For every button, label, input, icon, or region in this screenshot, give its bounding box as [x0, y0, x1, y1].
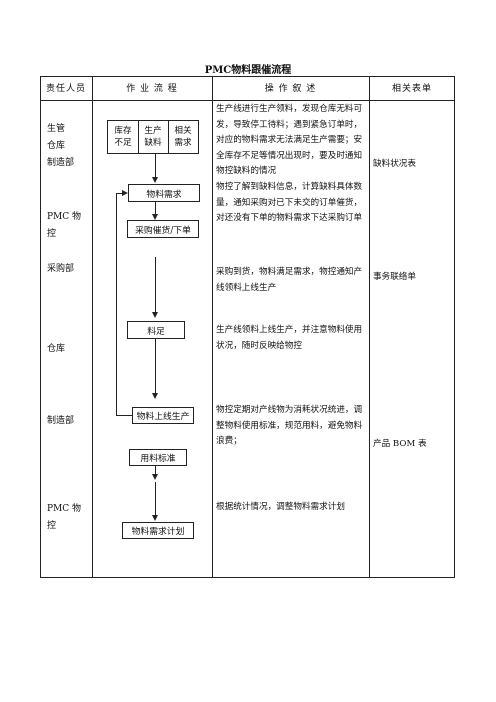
role-line: 制造部: [47, 416, 75, 426]
flow-arrow: [155, 202, 156, 215]
form-liaison-sheet: 事务联络单: [373, 272, 416, 282]
header-description: 操 作 叙 述: [264, 84, 317, 94]
role-line: 采购部: [47, 264, 75, 274]
feedback-line: [116, 193, 117, 416]
flow-arrow: [155, 482, 156, 516]
header-responsible: 责任人员: [45, 84, 86, 94]
trigger-cell-inventory: 库存 不足: [108, 121, 139, 153]
description-1: 生产线进行生产领料，发现仓库无料可发，导致停工待料；遇到紧急订单时，对应的物料需…: [216, 104, 363, 176]
role-line: PMC 物: [47, 504, 82, 514]
description-4: 生产线领料上线生产，并注意物料使用状况，随时反映给物控: [216, 325, 363, 351]
role-line: 仓库: [47, 344, 66, 354]
trigger-cell-shortage: 生产 缺料: [138, 121, 169, 153]
description-6: 根据统计情况，调整物料需求计划: [216, 502, 345, 512]
step-material-sufficient: 料足: [127, 321, 185, 339]
header-divider: [40, 100, 455, 101]
form-product-bom: 产品 BOM 表: [373, 439, 427, 449]
role-line: 制造部: [47, 158, 75, 168]
process-table: [40, 76, 455, 578]
role-line: 仓库: [47, 141, 66, 151]
role-line: 生管: [47, 124, 66, 134]
arrow-head: [152, 312, 158, 318]
arrow-head: [152, 177, 158, 183]
arrow-head: [122, 190, 128, 196]
step-usage-standard: 用料标准: [129, 449, 187, 466]
role-group: PMC 物 控: [47, 209, 81, 243]
form-shortage-report: 缺料状况表: [373, 159, 416, 169]
role-line: 控: [47, 229, 57, 239]
role-group: 采购部: [47, 261, 74, 278]
trigger-cell-demand: 相关 需求: [174, 126, 192, 148]
column-divider: [92, 76, 93, 578]
role-group: 仓库: [47, 341, 65, 358]
role-group: PMC 物 控: [47, 501, 81, 535]
feedback-line: [116, 415, 132, 416]
flow-arrow: [155, 339, 156, 394]
step-demand-plan: 物料需求计划: [122, 522, 194, 539]
arrow-head: [152, 393, 158, 399]
flow-arrow: [155, 154, 156, 178]
role-group: 制造部: [47, 413, 74, 430]
header-forms: 相关表单: [391, 84, 432, 94]
arrow-head: [152, 474, 158, 480]
page-title: PMC物料跟催流程: [204, 65, 292, 76]
trigger-box: 库存 不足 生产 缺料 相关 需求: [107, 120, 199, 154]
step-material-demand: 物料需求: [128, 184, 200, 202]
description-5: 物控定期对产线物为消耗状况统进，调整物料使用标准，规范用料，避免物料浪费；: [216, 405, 363, 446]
step-purchase-order: 采购催货/下单: [127, 220, 199, 238]
arrow-head: [152, 214, 158, 220]
step-online-production: 物料上线生产: [132, 407, 194, 424]
arrow-head: [152, 515, 158, 521]
header-flow: 作 业 流 程: [126, 84, 178, 94]
feedback-line: [116, 193, 122, 194]
column-divider: [369, 76, 370, 578]
role-line: 控: [47, 521, 57, 531]
description-2: 物控了解到缺料信息，计算缺料具体数量，通知采购对已下未交的订单催货，对还没有下单…: [216, 182, 363, 223]
column-divider: [212, 76, 213, 578]
description-3: 采购到货，物料满足需求，物控通知产线领料上线生产: [216, 267, 363, 293]
role-group: 生管 仓库 制造部: [47, 121, 74, 172]
flow-arrow: [155, 257, 156, 313]
role-line: PMC 物: [47, 212, 82, 222]
